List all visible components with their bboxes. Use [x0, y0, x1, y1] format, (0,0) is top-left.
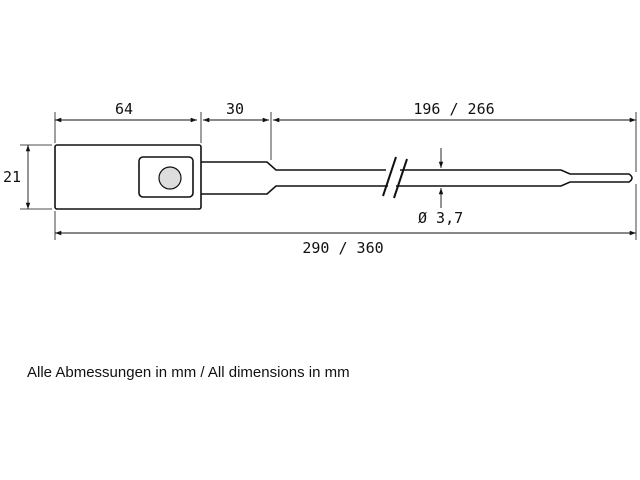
tag-neck — [201, 161, 388, 195]
label-tag-height: 21 — [3, 168, 21, 186]
extension-lines — [20, 112, 637, 240]
strap — [396, 169, 633, 187]
label-tag-length: 64 — [115, 100, 133, 118]
label-total-length: 290 / 360 — [302, 239, 383, 257]
tag-body — [54, 144, 202, 210]
label-neck-length: 30 — [226, 100, 244, 118]
label-strap-length: 196 / 266 — [413, 100, 494, 118]
tag-inner-frame — [138, 156, 194, 198]
seal-outline — [54, 144, 633, 210]
dimension-lines — [25, 117, 636, 236]
label-diameter: Ø 3,7 — [418, 209, 463, 227]
dimensions-note: Alle Abmessungen in mm / All dimensions … — [27, 364, 350, 381]
break-symbol — [382, 156, 408, 199]
hole-icon — [158, 166, 182, 190]
